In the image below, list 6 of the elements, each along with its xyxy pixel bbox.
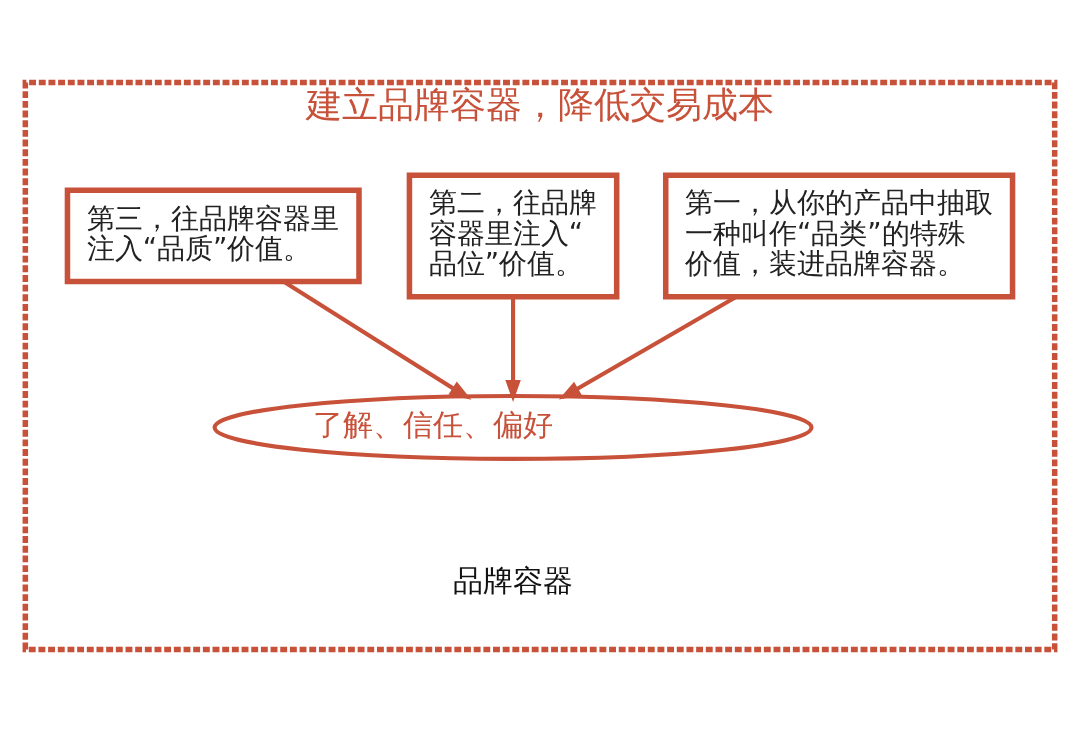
node-box: 第二，往品牌容器里注入“品位”价值。 [406,172,620,300]
arrow [505,297,521,403]
node-box: 第三，往品牌容器里注入“品质”价值。 [64,187,362,285]
node-ellipse: 了解、信任、偏好 [212,393,814,461]
node-label: 品牌容器 [453,563,574,598]
node-box: 第一，从你的产品中抽取一种叫作“品类”的特殊价值，装进品牌容器。 [662,172,1016,300]
